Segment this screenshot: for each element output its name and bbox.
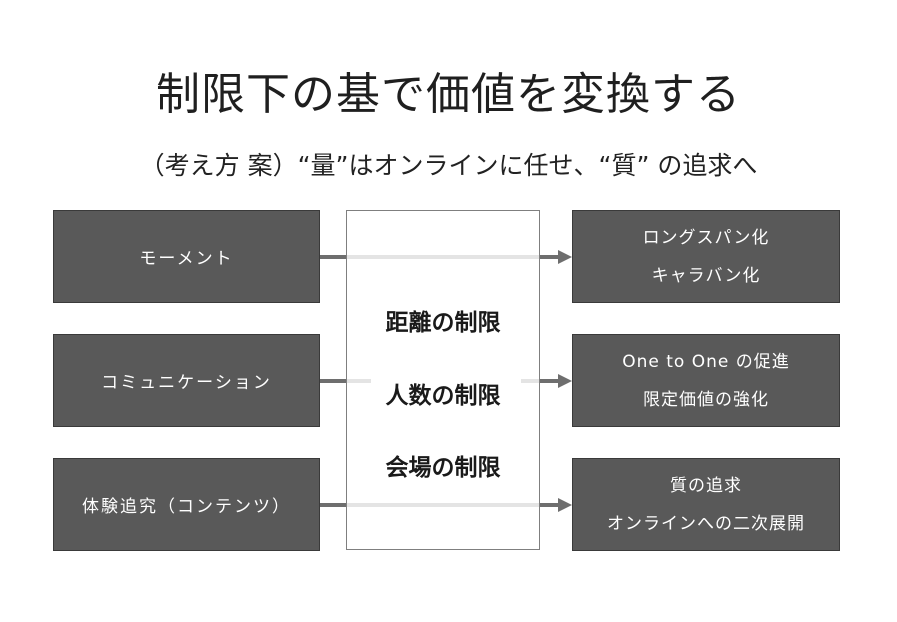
right-box-quality: 質の追求 オンラインへの二次展開 xyxy=(572,458,840,551)
right-box-line: オンラインへの二次展開 xyxy=(607,513,805,534)
arrow-inner-2b xyxy=(521,379,539,383)
page-title: 制限下の基で価値を変換する xyxy=(156,69,741,120)
right-box-one-to-one: One to One の促進 限定価値の強化 xyxy=(572,334,840,427)
left-box-label: モーメント xyxy=(139,249,234,269)
left-box-label: コミュニケーション xyxy=(101,373,272,393)
arrowhead-1 xyxy=(558,250,572,264)
arrowhead-3 xyxy=(558,498,572,512)
left-box-label: 体験追究（コンテンツ） xyxy=(82,497,291,517)
left-box-content: 体験追究（コンテンツ） xyxy=(53,458,320,551)
constraints-box: 距離の制限 人数の制限 会場の制限 xyxy=(346,210,540,550)
right-box-line: 限定価値の強化 xyxy=(643,389,769,410)
arrowhead-2 xyxy=(558,374,572,388)
left-box-communication: コミュニケーション xyxy=(53,334,320,427)
arrow-inner-1 xyxy=(347,255,539,259)
constraint-venue: 会場の制限 xyxy=(385,455,501,481)
left-box-moment: モーメント xyxy=(53,210,320,303)
right-box-line: 質の追求 xyxy=(670,475,742,496)
constraint-people: 人数の制限 xyxy=(385,383,501,409)
right-box-line: ロングスパン化 xyxy=(642,227,770,248)
arrow-inner-3 xyxy=(347,503,539,507)
page-subtitle: （考え方 案）“量”はオンラインに任せ、“質” の追求へ xyxy=(139,151,758,180)
right-box-line: One to One の促進 xyxy=(622,351,790,372)
right-box-span: ロングスパン化 キャラバン化 xyxy=(572,210,840,303)
constraint-distance: 距離の制限 xyxy=(385,310,501,336)
right-box-line: キャラバン化 xyxy=(651,265,761,286)
arrow-inner-2a xyxy=(347,379,371,383)
